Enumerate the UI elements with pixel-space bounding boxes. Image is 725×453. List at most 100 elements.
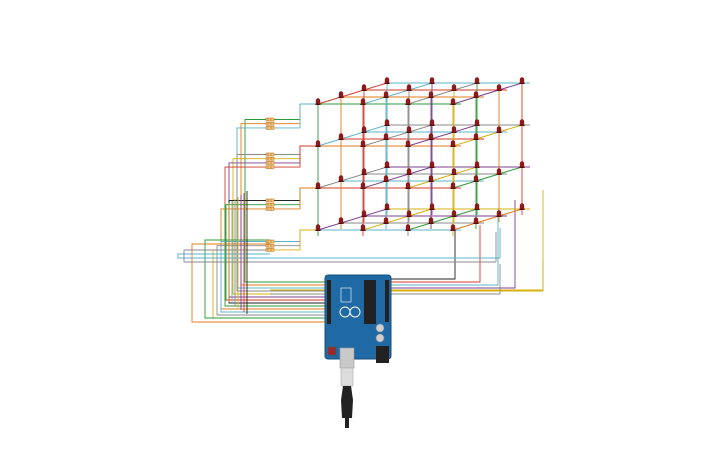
led[interactable] bbox=[473, 175, 479, 182]
usb-cable-body[interactable] bbox=[341, 386, 353, 418]
led[interactable] bbox=[496, 84, 502, 91]
power-jack[interactable] bbox=[376, 346, 389, 363]
led[interactable] bbox=[338, 133, 344, 140]
led-body bbox=[496, 210, 502, 216]
led[interactable] bbox=[428, 175, 434, 182]
led[interactable] bbox=[383, 175, 389, 182]
resistor[interactable] bbox=[265, 248, 275, 252]
led[interactable] bbox=[428, 217, 434, 224]
led[interactable] bbox=[405, 140, 411, 147]
led[interactable] bbox=[451, 84, 457, 91]
led[interactable] bbox=[361, 84, 367, 91]
led[interactable] bbox=[406, 84, 412, 91]
led[interactable] bbox=[406, 168, 412, 175]
led[interactable] bbox=[338, 217, 344, 224]
led[interactable] bbox=[450, 182, 456, 189]
led[interactable] bbox=[360, 98, 366, 105]
resistor[interactable] bbox=[265, 239, 275, 244]
led[interactable] bbox=[473, 91, 479, 98]
led[interactable] bbox=[450, 98, 456, 105]
led[interactable] bbox=[451, 126, 457, 133]
reset-button[interactable] bbox=[327, 346, 337, 356]
led[interactable] bbox=[315, 224, 321, 231]
resistor[interactable] bbox=[265, 207, 275, 211]
led[interactable] bbox=[474, 77, 480, 84]
led[interactable] bbox=[519, 203, 525, 210]
led[interactable] bbox=[429, 161, 435, 168]
led[interactable] bbox=[360, 182, 366, 189]
led[interactable] bbox=[429, 203, 435, 210]
wire-header-to-column bbox=[389, 190, 544, 292]
led[interactable] bbox=[450, 224, 456, 231]
led[interactable] bbox=[361, 210, 367, 217]
led[interactable] bbox=[383, 133, 389, 140]
resistor[interactable] bbox=[265, 243, 275, 248]
arduino-board[interactable] bbox=[324, 274, 392, 369]
resistor[interactable] bbox=[265, 165, 275, 169]
led-base bbox=[428, 138, 434, 140]
led[interactable] bbox=[473, 133, 479, 140]
led[interactable] bbox=[429, 77, 435, 84]
led[interactable] bbox=[338, 175, 344, 182]
led[interactable] bbox=[384, 203, 390, 210]
led[interactable] bbox=[405, 182, 411, 189]
led[interactable] bbox=[474, 119, 480, 126]
led[interactable] bbox=[496, 168, 502, 175]
resistor[interactable] bbox=[265, 156, 275, 161]
led[interactable] bbox=[406, 210, 412, 217]
led[interactable] bbox=[519, 119, 525, 126]
led[interactable] bbox=[429, 119, 435, 126]
resistor[interactable] bbox=[265, 161, 275, 165]
led[interactable] bbox=[361, 168, 367, 175]
led[interactable] bbox=[338, 91, 344, 98]
led[interactable] bbox=[361, 126, 367, 133]
led[interactable] bbox=[496, 210, 502, 217]
resistor[interactable] bbox=[265, 202, 275, 207]
led[interactable] bbox=[315, 182, 321, 189]
resistor[interactable] bbox=[265, 121, 275, 126]
layer-rail-depth bbox=[317, 166, 388, 189]
led-body bbox=[496, 168, 502, 174]
usb-connector[interactable] bbox=[339, 347, 355, 369]
digital-header[interactable] bbox=[385, 280, 389, 322]
led-body bbox=[450, 98, 456, 104]
led-body bbox=[315, 224, 321, 230]
led[interactable] bbox=[406, 126, 412, 133]
led[interactable] bbox=[474, 203, 480, 210]
led[interactable] bbox=[315, 140, 321, 147]
analog-header[interactable] bbox=[327, 280, 331, 324]
led[interactable] bbox=[474, 161, 480, 168]
led-base bbox=[473, 96, 479, 98]
led[interactable] bbox=[383, 217, 389, 224]
led[interactable] bbox=[428, 91, 434, 98]
led[interactable] bbox=[384, 161, 390, 168]
wire-resistor-to-layer bbox=[274, 229, 318, 247]
led-body bbox=[519, 203, 525, 209]
resistor[interactable] bbox=[265, 152, 275, 157]
led[interactable] bbox=[360, 224, 366, 231]
led[interactable] bbox=[405, 98, 411, 105]
led-base bbox=[383, 180, 389, 182]
led[interactable] bbox=[496, 126, 502, 133]
resistor[interactable] bbox=[265, 198, 275, 203]
led-body bbox=[384, 203, 390, 209]
led[interactable] bbox=[451, 210, 457, 217]
led-body bbox=[338, 175, 344, 181]
led[interactable] bbox=[360, 140, 366, 147]
led[interactable] bbox=[428, 133, 434, 140]
led[interactable] bbox=[384, 119, 390, 126]
usb-cable-plug[interactable] bbox=[340, 367, 354, 387]
resistor[interactable] bbox=[265, 117, 275, 122]
led[interactable] bbox=[519, 77, 525, 84]
led[interactable] bbox=[315, 98, 321, 105]
led[interactable] bbox=[450, 140, 456, 147]
led[interactable] bbox=[473, 217, 479, 224]
usb-cable[interactable] bbox=[340, 367, 354, 428]
resistor[interactable] bbox=[265, 126, 275, 130]
wire-resistor-to-board bbox=[236, 154, 327, 292]
led[interactable] bbox=[451, 168, 457, 175]
led[interactable] bbox=[405, 224, 411, 231]
led[interactable] bbox=[384, 77, 390, 84]
led[interactable] bbox=[383, 91, 389, 98]
led[interactable] bbox=[519, 161, 525, 168]
